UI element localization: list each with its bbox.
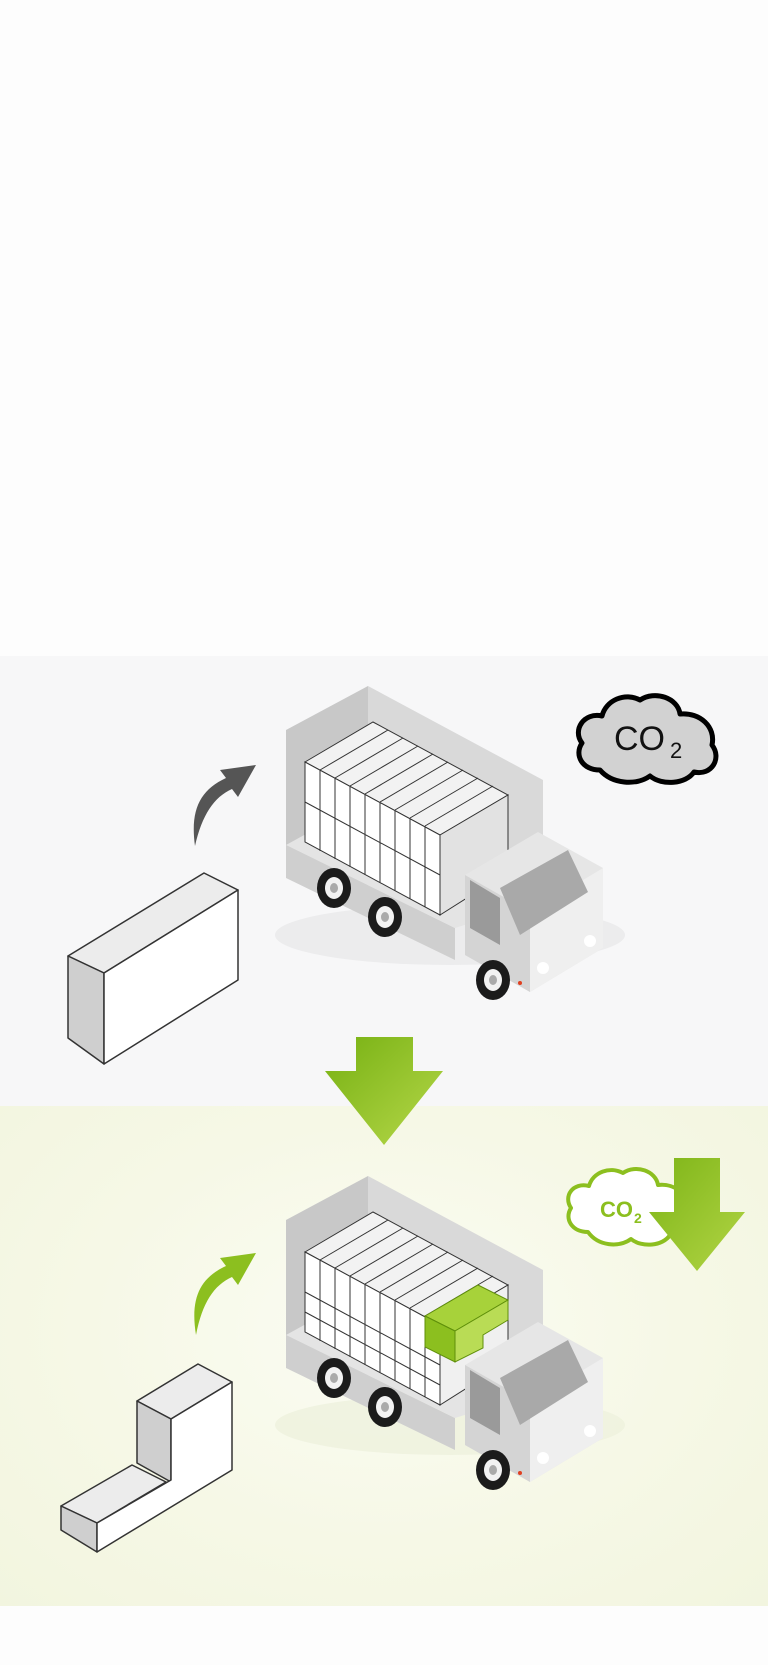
highlighted-box-icon <box>423 1284 510 1363</box>
down-arrow-icon <box>325 1037 443 1145</box>
co2-label: CO <box>614 720 665 758</box>
co2-label: CO <box>600 1197 633 1222</box>
l-shaped-box-icon <box>60 1363 233 1553</box>
down-arrow-icon <box>649 1158 745 1271</box>
co2-cloud-icon: CO 2 <box>575 693 719 785</box>
curved-arrow-icon <box>193 765 256 846</box>
truck-icon <box>275 1176 625 1490</box>
co2-subscript: 2 <box>670 738 682 763</box>
co2-subscript: 2 <box>634 1210 642 1226</box>
truck-icon <box>275 686 625 1000</box>
co2-cloud-icon: CO 2 <box>566 1167 692 1247</box>
box-icon <box>67 872 239 1065</box>
curved-arrow-icon <box>194 1253 256 1335</box>
